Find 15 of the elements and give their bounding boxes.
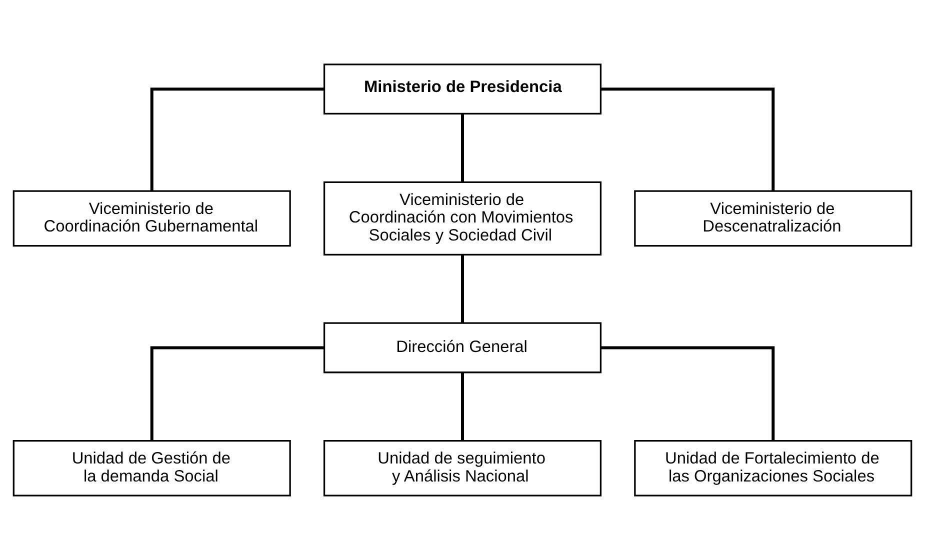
node-box: Dirección General — [323, 322, 602, 373]
connector — [461, 114, 464, 182]
connector — [601, 87, 775, 190]
connector — [150, 87, 324, 190]
connector — [150, 346, 324, 440]
node-box: Unidad de Fortalecimiento de las Organizaciones Sociales — [634, 439, 912, 496]
connector — [461, 254, 464, 323]
node-box: Viceministerio de Descenatralización — [634, 190, 912, 246]
node-box: Viceministerio de Coordinación Gubernamental — [12, 190, 291, 246]
connector — [461, 372, 464, 440]
node-box: Viceministerio de Coordinación con Movimientos Sociales y Sociedad Civil — [323, 180, 602, 255]
node-box: Unidad de Gestión de la demanda Social — [12, 439, 291, 496]
connector — [601, 346, 775, 440]
node-box: Unidad de seguimiento y Análisis Nacional — [323, 439, 602, 496]
node-box: Ministerio de Presidencia — [323, 63, 602, 114]
